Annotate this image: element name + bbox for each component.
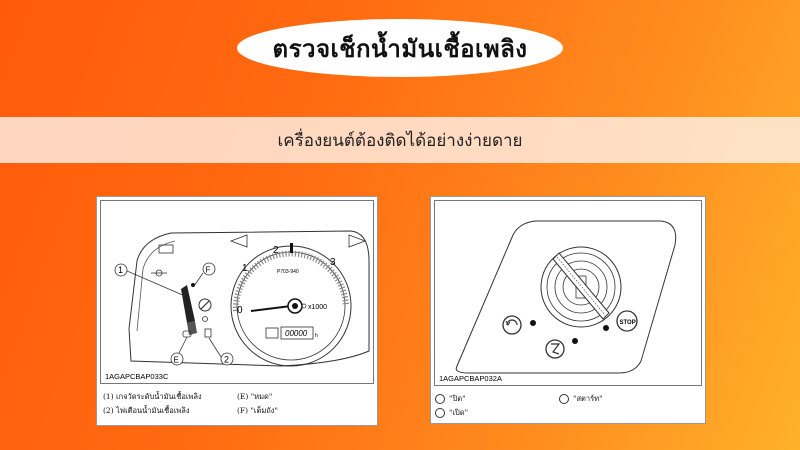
hour-meter bbox=[280, 326, 314, 340]
svg-text:STOP: STOP bbox=[620, 320, 636, 326]
legend-fuel-warning-lamp: (2) ไฟเตือนน้ำมันเชื้อเพลิง bbox=[103, 406, 190, 415]
key-switch-drawing-frame: STOP 1AGAPCBAP032A bbox=[434, 200, 702, 386]
svg-text:1: 1 bbox=[118, 265, 123, 275]
svg-text:1: 1 bbox=[242, 263, 248, 274]
callout-e bbox=[170, 352, 184, 366]
title-pill: ตรวจเช็กน้ำมันเชื้อเพลิง bbox=[237, 19, 563, 77]
legend-off: "ปิด" bbox=[435, 393, 466, 405]
right-figure-code: 1AGAPCBAP032A bbox=[439, 374, 502, 383]
key-cylinder bbox=[540, 246, 622, 328]
svg-text:2: 2 bbox=[273, 245, 279, 256]
turn-left-icon bbox=[229, 234, 248, 248]
off-position-icon bbox=[502, 315, 522, 335]
svg-text:3: 3 bbox=[330, 257, 336, 268]
svg-text:2: 2 bbox=[224, 355, 229, 365]
tachometer-needle bbox=[250, 305, 292, 312]
svg-text:E: E bbox=[174, 356, 179, 365]
callout-2 bbox=[220, 352, 234, 366]
page-subtitle: เครื่องยนต์ต้องติดได้อย่างง่ายดาย bbox=[277, 130, 523, 151]
fuel-warning-lamp-icon bbox=[204, 328, 212, 338]
key-switch-drawing: STOP bbox=[455, 220, 677, 374]
svg-text:0: 0 bbox=[237, 305, 243, 316]
svg-text:00000: 00000 bbox=[285, 329, 308, 338]
fuel-needle-hub bbox=[198, 298, 212, 312]
battery-icon bbox=[158, 244, 174, 254]
legend-on: "เปิด" bbox=[435, 407, 468, 419]
callout-f bbox=[202, 262, 216, 276]
legend-fuel-gauge: (1) เกจวัดระดับน้ำมันเชื้อเพลิง bbox=[103, 392, 202, 401]
left-figure-code: 1AGAPCBAP033C bbox=[105, 372, 169, 381]
stop-position-icon: STOP bbox=[616, 310, 638, 332]
key-switch-figure: STOP 1AGAPCBAP032A "ปิด" "สตาร์ท" "เปิด" bbox=[430, 196, 706, 424]
callout-1 bbox=[114, 263, 128, 277]
svg-text:F: F bbox=[206, 266, 211, 275]
start-position-icon bbox=[545, 339, 565, 359]
start-legend-icon bbox=[559, 394, 569, 404]
fuel-gauge-scale bbox=[181, 285, 197, 335]
legend-full: (F) "เต็มถัง" bbox=[237, 406, 278, 415]
temperature-icon bbox=[151, 269, 167, 277]
legend-empty: (E) "หมด" bbox=[237, 392, 273, 401]
fuel-gauge-drawing-frame: 0 1 2 3 P703-940 x1000 00000 h 1 F E bbox=[100, 200, 374, 384]
turn-right-icon bbox=[348, 234, 367, 248]
on-legend-icon bbox=[435, 408, 445, 418]
svg-text:x1000: x1000 bbox=[308, 304, 327, 311]
key-handle bbox=[552, 252, 610, 320]
subtitle-band: เครื่องยนต์ต้องติดได้อย่างง่ายดาย bbox=[0, 117, 800, 163]
legend-start: "สตาร์ท" bbox=[559, 393, 603, 405]
fuel-gauge-figure: 0 1 2 3 P703-940 x1000 00000 h 1 F E bbox=[96, 196, 378, 426]
svg-text:P703-940: P703-940 bbox=[277, 269, 299, 275]
page-title: ตรวจเช็กน้ำมันเชื้อเพลิง bbox=[272, 34, 528, 63]
off-legend-icon bbox=[435, 394, 445, 404]
instrument-cluster-drawing: 0 1 2 3 P703-940 x1000 00000 h 1 F E bbox=[114, 230, 370, 367]
svg-text:h: h bbox=[315, 333, 318, 339]
